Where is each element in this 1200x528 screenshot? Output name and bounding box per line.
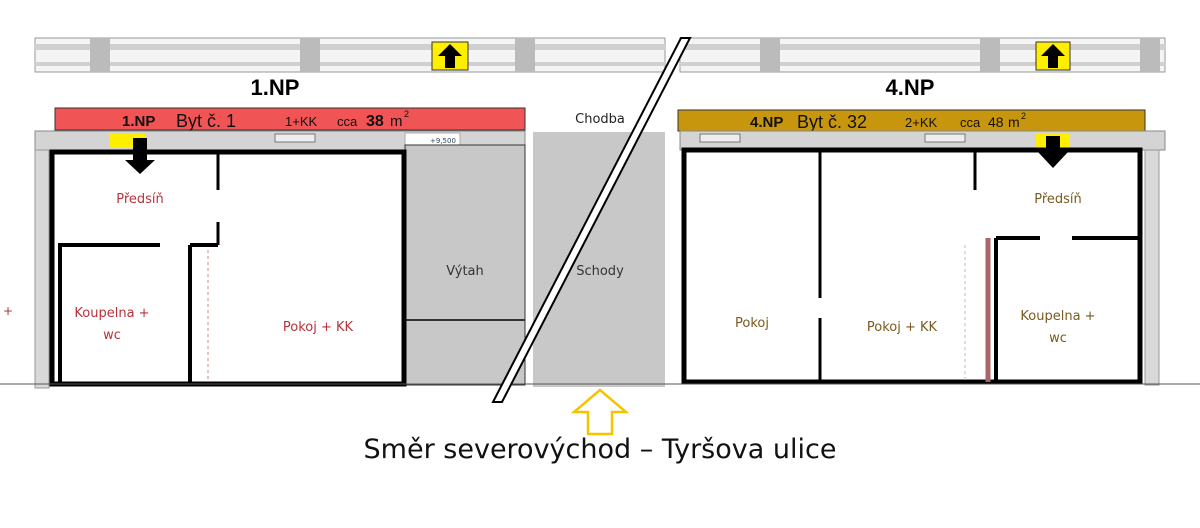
banner-area: 48 <box>988 114 1004 130</box>
banner-floor: 4.NP <box>750 114 783 131</box>
wall <box>34 149 50 389</box>
banner-area-prefix: cca <box>960 115 981 130</box>
banner-area-sup: 2 <box>404 109 409 119</box>
floor-heading-left: 1.NP <box>251 75 300 100</box>
banner-unit: Byt č. 1 <box>176 111 236 131</box>
lift-shaft <box>404 144 526 386</box>
wall-strip <box>34 130 1166 151</box>
entrance-arrow-icon <box>1035 41 1071 71</box>
banner-unit: Byt č. 32 <box>797 112 867 132</box>
banner-area: 38 <box>366 113 384 130</box>
room-label-bathroom: Koupelna + <box>74 306 149 321</box>
room-label-living: Pokoj + KK <box>867 320 938 335</box>
room-label-bathroom-wc: wc <box>1049 331 1067 346</box>
room-label-bathroom-wc: wc <box>103 328 121 343</box>
room-label-living: Pokoj + KK <box>283 320 354 335</box>
room-label-hall: Předsíň <box>116 192 164 207</box>
elevation-mark: +9,500 <box>430 137 456 145</box>
direction-caption: Směr severovýchod – Tyršova ulice <box>364 434 837 465</box>
room-label-room: Pokoj <box>735 316 769 331</box>
apartment-right <box>681 136 1143 385</box>
lift-label: Výtah <box>446 264 484 279</box>
banner-floor: 1.NP <box>122 113 155 130</box>
staircase <box>533 132 665 387</box>
banner-area-prefix: cca <box>337 114 358 129</box>
edge-mark: + <box>3 304 13 318</box>
stairs-label: Schody <box>576 264 624 279</box>
apartment-banner-left <box>54 107 526 131</box>
banner-layout: 1+KK <box>285 114 317 129</box>
top-wall-strip <box>34 37 1166 73</box>
corridor-label: Chodba <box>575 112 625 127</box>
floor-heading-right: 4.NP <box>886 75 935 100</box>
banner-layout: 2+KK <box>905 115 937 130</box>
wall <box>1144 149 1160 386</box>
break-line <box>491 37 692 403</box>
direction-arrow-icon <box>570 388 630 436</box>
room-label-bathroom: Koupelna + <box>1020 309 1095 324</box>
banner-area-unit: m <box>1008 114 1020 130</box>
room-label-hall: Předsíň <box>1034 192 1082 207</box>
banner-area-sup: 2 <box>1021 111 1026 121</box>
banner-area-unit: m <box>390 113 403 130</box>
apartment-left <box>49 138 407 387</box>
entrance-arrow-icon <box>431 41 469 71</box>
